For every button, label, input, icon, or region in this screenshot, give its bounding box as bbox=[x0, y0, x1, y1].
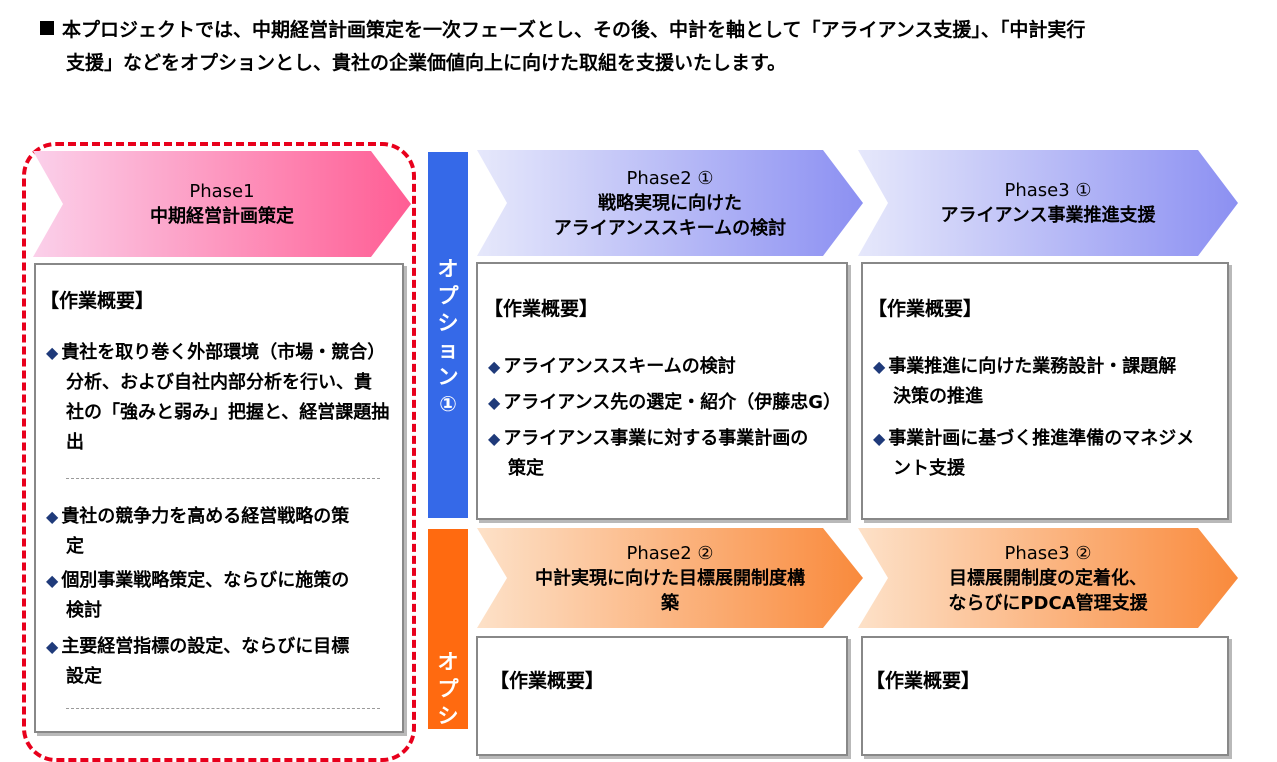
phase3-2-chevron: Phase3 ② 目標展開制度の定着化、 ならびにPDCA管理支援 bbox=[858, 528, 1238, 628]
phase2-2-content-box bbox=[476, 636, 848, 756]
diamond-bullet-icon: ◆ bbox=[873, 357, 886, 376]
phase2-2-title: Phase2 ② bbox=[626, 542, 714, 564]
phase2-1-title: Phase2 ① bbox=[626, 167, 714, 189]
phase2-2-header: 【作業概要】 bbox=[490, 670, 605, 692]
phase1-item-external-analysis: ◆貴社を取り巻く外部環境（市場・競合） 分析、および自社内部分析を行い、貴 社の… bbox=[46, 342, 390, 453]
phase2-1-header: 【作業概要】 bbox=[484, 298, 599, 320]
phase3-1-header: 【作業概要】 bbox=[868, 298, 983, 320]
phase1-item-kpi: ◆主要経営指標の設定、ならびに目標 設定 bbox=[46, 636, 350, 687]
phase3-1-item-operations: ◆事業推進に向けた業務設計・課題解 決策の推進 bbox=[873, 356, 1177, 407]
phase1-item-business-strategy: ◆個別事業戦略策定、ならびに施策の 検討 bbox=[46, 570, 350, 621]
diamond-bullet-icon: ◆ bbox=[488, 357, 501, 376]
phase3-1-line2: アライアンス事業推進支援 bbox=[940, 205, 1156, 226]
phase3-1-title: Phase3 ① bbox=[1004, 180, 1092, 201]
phase1-divider-2 bbox=[66, 708, 380, 709]
phase3-2-line2: 目標展開制度の定着化、 bbox=[949, 567, 1147, 589]
phase3-2-line3: ならびにPDCA管理支援 bbox=[948, 592, 1148, 614]
intro-line-1: 本プロジェクトでは、中期経営計画策定を一次フェーズとし、その後、中計を軸として「… bbox=[40, 14, 1250, 47]
phase2-1-item-partner: ◆アライアンス先の選定・紹介（伊藤忠G） bbox=[488, 392, 842, 413]
phase2-2-line3: 築 bbox=[661, 592, 679, 614]
phase3-2-header: 【作業概要】 bbox=[866, 670, 981, 692]
phase1-content-box bbox=[34, 263, 404, 733]
option1-bar: オ プ シ ョ ン ① bbox=[428, 152, 468, 518]
phase1-title: Phase1 bbox=[189, 181, 255, 202]
phase3-1-chevron: Phase3 ① アライアンス事業推進支援 bbox=[858, 150, 1238, 256]
phase3-1-item-management: ◆事業計画に基づく推進準備のマネジメ ント支援 bbox=[873, 428, 1195, 479]
phase2-1-chevron: Phase2 ① 戦略実現に向けた アライアンススキームの検討 bbox=[477, 150, 863, 256]
phase2-2-chevron: Phase2 ② 中計実現に向けた目標展開制度構 築 bbox=[477, 528, 863, 628]
option2-bar: オ プ シ bbox=[428, 529, 468, 729]
phase2-1-item-scheme: ◆アライアンススキームの検討 bbox=[488, 356, 736, 377]
diamond-bullet-icon: ◆ bbox=[46, 571, 59, 590]
diamond-bullet-icon: ◆ bbox=[488, 429, 501, 448]
diamond-bullet-icon: ◆ bbox=[873, 429, 886, 448]
diamond-bullet-icon: ◆ bbox=[46, 507, 59, 526]
intro-line-2: 支援」などをオプションとし、貴社の企業価値向上に向けた取組を支援いたします。 bbox=[66, 52, 787, 74]
diamond-bullet-icon: ◆ bbox=[488, 393, 501, 412]
phase2-2-line2: 中計実現に向けた目標展開制度構 bbox=[535, 567, 805, 589]
phase1-item-strategy: ◆貴社の競争力を高める経営戦略の策 定 bbox=[46, 506, 350, 557]
phase1-subtitle: 中期経営計画策定 bbox=[150, 206, 294, 227]
phase3-2-content-box bbox=[861, 636, 1229, 756]
phase1-header: 【作業概要】 bbox=[40, 290, 155, 312]
diamond-bullet-icon: ◆ bbox=[46, 343, 59, 362]
phase3-1-content-box bbox=[861, 262, 1229, 520]
phase1-chevron: Phase1 中期経営計画策定 bbox=[33, 151, 411, 257]
diamond-bullet-icon: ◆ bbox=[46, 637, 59, 656]
phase2-1-content-box bbox=[476, 262, 848, 520]
intro-text: 本プロジェクトでは、中期経営計画策定を一次フェーズとし、その後、中計を軸として「… bbox=[40, 14, 1250, 80]
square-bullet-icon bbox=[40, 21, 54, 35]
phase1-divider-1 bbox=[66, 478, 380, 479]
phase2-1-item-plan: ◆アライアンス事業に対する事業計画の 策定 bbox=[488, 428, 809, 479]
phase2-1-line2: 戦略実現に向けた bbox=[598, 192, 742, 214]
phase3-2-title: Phase3 ② bbox=[1004, 542, 1092, 564]
phase2-1-line3: アライアンススキームの検討 bbox=[553, 217, 787, 239]
